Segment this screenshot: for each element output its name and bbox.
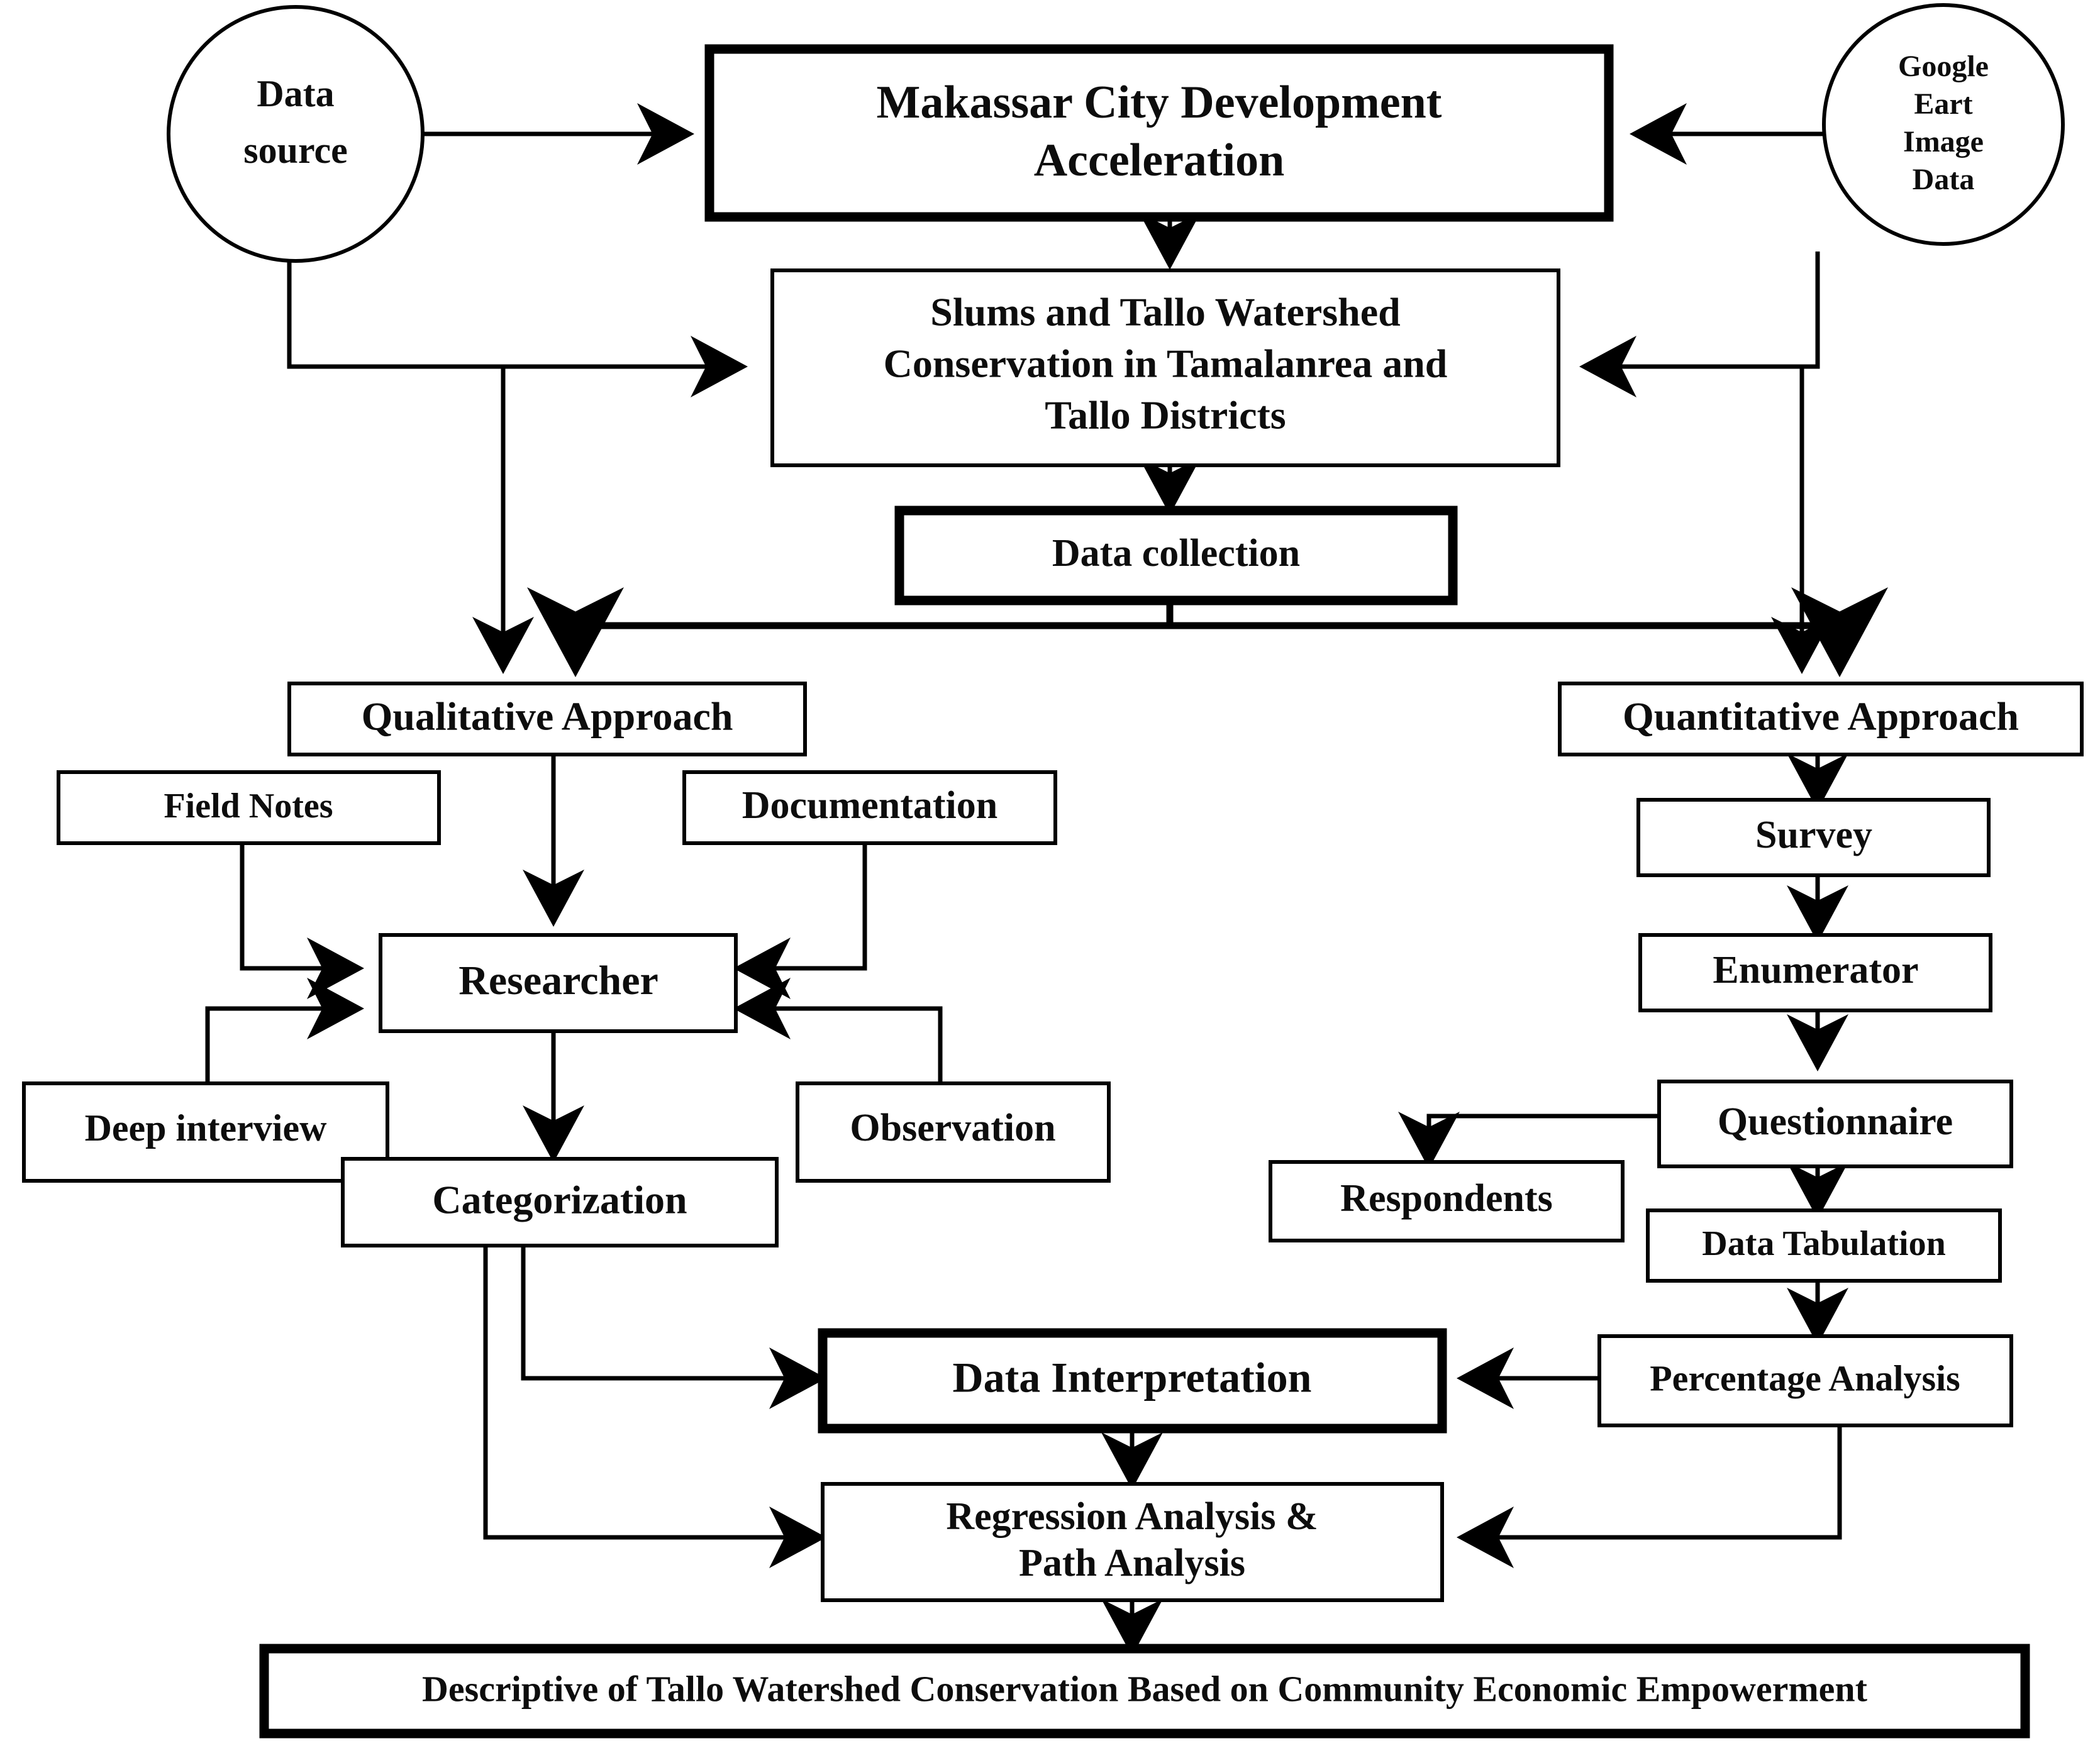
node-quantitative-approach[interactable]: Quantitative Approach <box>1558 682 2084 756</box>
node-documentation[interactable]: Documentation <box>682 770 1057 845</box>
node-deep-interview[interactable]: Deep interview <box>22 1081 389 1183</box>
edge-datacollection-qualitative <box>527 587 1174 677</box>
data-tabulation-box <box>1646 1208 2002 1283</box>
regression-box <box>821 1482 1444 1602</box>
descriptive-box <box>259 1644 2030 1739</box>
node-survey[interactable]: Survey <box>1636 798 1991 877</box>
respondents-label: Respondents <box>1340 1177 1553 1220</box>
data-tabulation-label: Data Tabulation <box>1702 1224 1946 1263</box>
observation-box <box>796 1081 1111 1183</box>
node-data-interpretation[interactable]: Data Interpretation <box>818 1328 1447 1434</box>
edge-googleearth-slums <box>1579 252 1820 397</box>
descriptive-label: Descriptive of Tallo Watershed Conservat… <box>422 1668 1868 1709</box>
percentage-analysis-box <box>1597 1334 2013 1427</box>
data-interpretation-label: Data Interpretation <box>953 1354 1312 1402</box>
node-slums-tallo-watershed[interactable]: Slums and Tallo Watershed Conservation i… <box>770 268 1560 467</box>
data-interpretation-box <box>818 1328 1447 1434</box>
node-researcher[interactable]: Researcher <box>379 933 738 1033</box>
percentage-analysis-label: Percentage Analysis <box>1650 1358 1960 1398</box>
node-google-earth[interactable]: Google Eart Image Data <box>1822 3 2065 246</box>
respondents-box <box>1269 1160 1625 1242</box>
qualitative-box <box>287 682 807 756</box>
google-earth-circle <box>1822 3 2065 246</box>
makassar-box <box>704 44 1614 222</box>
field-notes-box <box>57 770 441 845</box>
node-observation[interactable]: Observation <box>796 1081 1111 1183</box>
data-source-label-1: Data <box>257 73 334 114</box>
edge-documentation-researcher <box>733 843 867 999</box>
google-earth-label-2: Eart <box>1914 87 1972 121</box>
node-percentage-analysis[interactable]: Percentage Analysis <box>1597 1334 2013 1427</box>
documentation-box <box>682 770 1057 845</box>
slums-box <box>770 268 1560 467</box>
enumerator-box <box>1638 933 1992 1012</box>
node-regression-path-analysis[interactable]: Regression Analysis & Path Analysis <box>821 1482 1444 1602</box>
deep-interview-label: Deep interview <box>85 1107 328 1149</box>
node-enumerator[interactable]: Enumerator <box>1638 933 1992 1012</box>
observation-label: Observation <box>850 1107 1055 1149</box>
questionnaire-box <box>1657 1080 2013 1168</box>
deep-interview-box <box>22 1081 389 1183</box>
data-collection-label: Data collection <box>1052 532 1300 575</box>
data-source-circle <box>167 5 425 263</box>
node-data-source[interactable]: Data source <box>167 5 425 263</box>
node-respondents[interactable]: Respondents <box>1269 1160 1625 1242</box>
data-source-label-2: source <box>243 130 348 171</box>
makassar-label-1: Makassar City Development <box>877 77 1442 128</box>
edge-questionnaire-respondents <box>1398 1112 1664 1169</box>
quantitative-box <box>1558 682 2084 756</box>
edge-datacollection-quantitative <box>1170 587 1888 677</box>
edge-categorization-regression <box>483 1245 826 1568</box>
documentation-label: Documentation <box>742 784 997 827</box>
google-earth-label-1: Google <box>1898 50 1989 83</box>
regression-label-2: Path Analysis <box>1019 1542 1245 1584</box>
edge-observation-researcher <box>733 978 943 1088</box>
regression-label-1: Regression Analysis & <box>946 1495 1318 1538</box>
edge-fieldnotes-researcher <box>240 843 364 999</box>
researcher-label: Researcher <box>458 958 658 1004</box>
data-collection-box <box>894 506 1458 606</box>
google-earth-label-3: Image <box>1903 125 1984 158</box>
survey-label: Survey <box>1755 814 1872 856</box>
google-earth-label-4: Data <box>1913 163 1975 196</box>
node-field-notes[interactable]: Field Notes <box>57 770 441 845</box>
slums-label-3: Tallo Districts <box>1045 393 1286 438</box>
edge-datasource-slums <box>287 248 748 397</box>
node-qualitative-approach[interactable]: Qualitative Approach <box>287 682 807 756</box>
node-makassar-city-development[interactable]: Makassar City Development Acceleration <box>704 44 1614 222</box>
node-data-tabulation[interactable]: Data Tabulation <box>1646 1208 2002 1283</box>
edge-percentage-regression <box>1457 1424 1842 1568</box>
edge-categorization-datainterpretation <box>521 1245 826 1409</box>
slums-label-1: Slums and Tallo Watershed <box>930 290 1401 335</box>
makassar-label-2: Acceleration <box>1034 135 1285 186</box>
categorization-box <box>341 1157 779 1247</box>
node-descriptive-outcome[interactable]: Descriptive of Tallo Watershed Conservat… <box>259 1644 2030 1739</box>
questionnaire-label: Questionnaire <box>1718 1100 1953 1143</box>
field-notes-label: Field Notes <box>164 787 333 826</box>
categorization-label: Categorization <box>432 1178 687 1222</box>
qualitative-label: Qualitative Approach <box>362 694 733 739</box>
edge-deepinterview-researcher <box>205 978 364 1088</box>
researcher-box <box>379 933 738 1033</box>
node-categorization[interactable]: Categorization <box>341 1157 779 1247</box>
survey-box <box>1636 798 1991 877</box>
enumerator-label: Enumerator <box>1713 949 1918 992</box>
slums-label-2: Conservation in Tamalanrea and <box>884 341 1448 386</box>
node-data-collection[interactable]: Data collection <box>894 506 1458 606</box>
node-questionnaire[interactable]: Questionnaire <box>1657 1080 2013 1168</box>
quantitative-label: Quantitative Approach <box>1623 694 2019 739</box>
